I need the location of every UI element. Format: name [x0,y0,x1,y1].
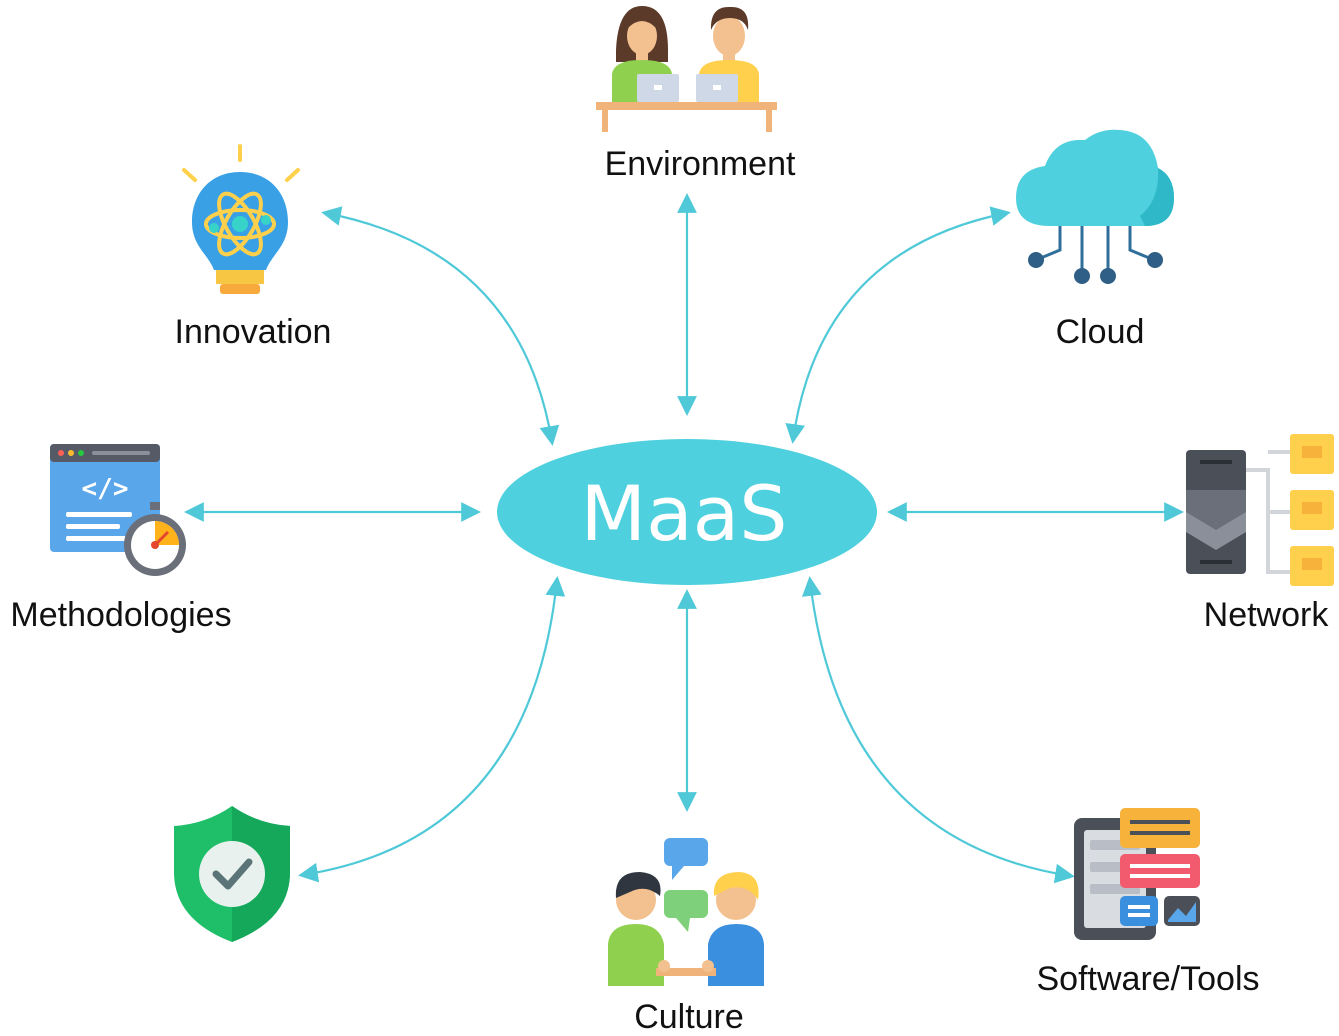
label-software: Software/Tools [1037,960,1260,998]
connector-security [298,576,566,883]
shield-check-icon [174,806,290,942]
label-innovation: Innovation [175,313,332,351]
node-software: Software/Tools [1037,808,1260,998]
node-security [174,806,290,942]
node-cloud: Cloud [1016,129,1174,351]
connector-software [801,576,1075,884]
hub-node: MaaS [497,439,877,585]
label-network: Network [1204,596,1330,634]
node-environment: Environment [596,6,796,183]
node-culture: Culture [608,838,764,1036]
label-culture: Culture [634,998,744,1036]
people-chatting-icon [608,838,764,986]
connector-innovation [321,206,560,446]
app-window-widgets-icon [1074,808,1200,940]
lightbulb-atom-icon [182,144,300,294]
connectors [184,193,1184,884]
node-innovation: Innovation [175,144,332,351]
connector-cloud [785,206,1011,444]
svg-text:</>: </> [82,474,129,504]
server-folders-icon [1186,434,1334,586]
node-network: Network [1186,434,1334,634]
people-at-desk-icon [596,6,777,132]
label-methodologies: Methodologies [10,596,231,634]
label-cloud: Cloud [1056,313,1145,351]
cloud-network-icon [1016,129,1174,284]
code-window-stopwatch-icon: </> [50,444,186,576]
label-environment: Environment [605,145,796,183]
hub-ellipse [497,439,877,585]
hub-label: MaaS [581,469,788,558]
node-methodologies: </> Methodologies [10,444,232,634]
